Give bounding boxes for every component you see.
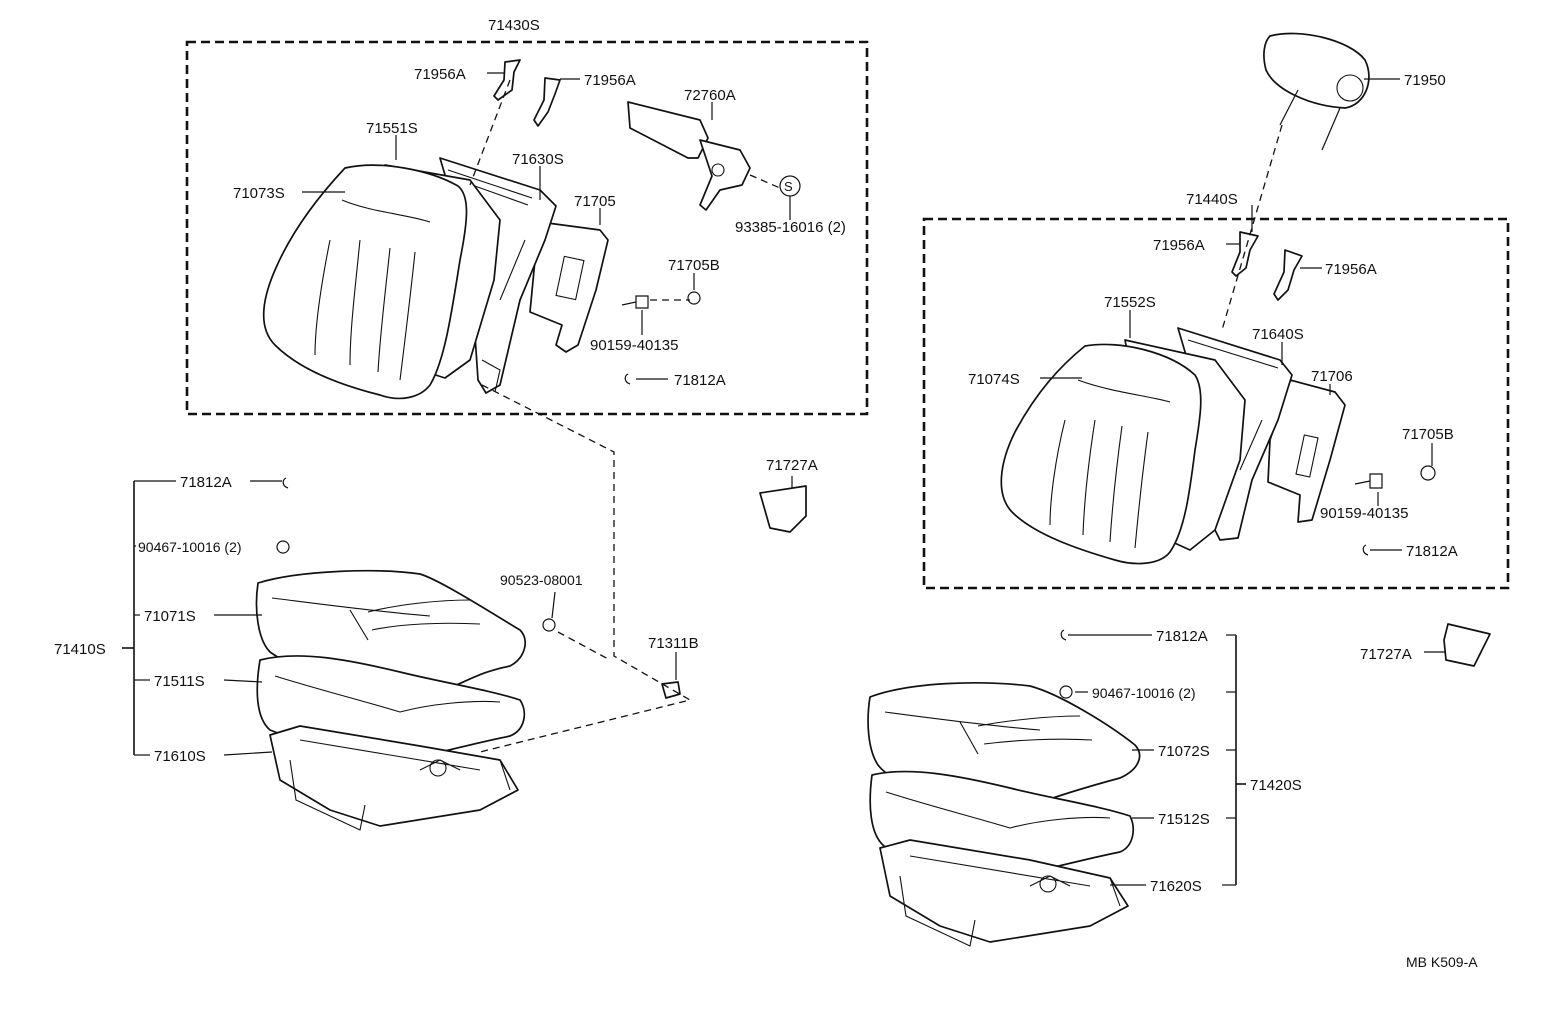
label-71956A: 71956A <box>1153 237 1205 254</box>
label-71705B: 71705B <box>1402 426 1454 443</box>
label-71812A: 71812A <box>1156 628 1208 645</box>
seat-frame-71620S-drawing <box>879 839 1129 947</box>
hog-ring-71812A-icon <box>1060 629 1067 641</box>
label-71956A: 71956A <box>414 66 466 83</box>
seatback-frame-71706-drawing <box>1267 379 1346 523</box>
label-71430S: 71430S <box>488 17 540 34</box>
label-90467-10016: 90467-10016 (2) <box>138 539 242 555</box>
label-90467-10016: 90467-10016 (2) <box>1092 685 1196 701</box>
label-71620S: 71620S <box>1150 878 1202 895</box>
label-71706: 71706 <box>1311 368 1353 385</box>
clip-71956A-drawing <box>1273 249 1303 301</box>
label-71640S: 71640S <box>1252 326 1304 343</box>
label-90159-40135: 90159-40135 <box>1320 505 1408 522</box>
headrest-71950-drawing <box>1263 32 1370 151</box>
nut-90467-icon <box>1059 685 1073 699</box>
label-71950: 71950 <box>1404 72 1446 89</box>
label-71410S: 71410S <box>54 641 106 658</box>
label-90523-08001: 90523-08001 <box>500 572 583 588</box>
label-71705: 71705 <box>574 193 616 210</box>
assembly-box-71430S <box>185 40 869 416</box>
seatback-frame-71705-drawing <box>529 221 609 353</box>
bolt-90159-icon <box>1354 473 1383 489</box>
seat-frame-71610S-drawing <box>269 725 519 831</box>
label-71630S: 71630S <box>512 151 564 168</box>
label-71074S: 71074S <box>968 371 1020 388</box>
recliner-72760A-drawing <box>627 101 751 211</box>
clip-90523-icon <box>542 618 556 632</box>
trim-cover-71727A-drawing <box>1443 623 1491 667</box>
hog-ring-71812A-icon <box>624 373 631 385</box>
label-71727A: 71727A <box>1360 646 1412 663</box>
label-71440S: 71440S <box>1186 191 1238 208</box>
label-71551S: 71551S <box>366 120 418 137</box>
label-71073S: 71073S <box>233 185 285 202</box>
label-71812A: 71812A <box>1406 543 1458 560</box>
label-71552S: 71552S <box>1104 294 1156 311</box>
trim-cover-71727A-drawing <box>759 485 807 533</box>
nut-71705B-icon <box>687 291 701 305</box>
label-71512S: 71512S <box>1158 811 1210 828</box>
label-71072S: 71072S <box>1158 743 1210 760</box>
label-71956A: 71956A <box>1325 261 1377 278</box>
clip-71956A-drawing <box>493 59 521 101</box>
screw-symbol-s: S <box>784 179 793 194</box>
label-71420S: 71420S <box>1250 777 1302 794</box>
label-71727A: 71727A <box>766 457 818 474</box>
diagram-code: MB K509-A <box>1406 954 1478 970</box>
seatback-cover-71074S-drawing <box>1000 343 1202 565</box>
hog-ring-71812A-icon <box>282 477 289 489</box>
hog-ring-71812A-icon <box>1362 544 1369 556</box>
label-71956A: 71956A <box>584 72 636 89</box>
label-71812A: 71812A <box>674 372 726 389</box>
label-90159-40135: 90159-40135 <box>590 337 678 354</box>
label-71610S: 71610S <box>154 748 206 765</box>
nut-71705B-icon <box>1420 465 1436 481</box>
label-71705B: 71705B <box>668 257 720 274</box>
seatback-cover-71073S-drawing <box>262 164 468 400</box>
nut-90467-icon <box>276 540 290 554</box>
bolt-71311B-icon <box>661 681 681 699</box>
label-71311B: 71311B <box>648 635 699 652</box>
label-71071S: 71071S <box>144 608 196 625</box>
bolt-90159-icon <box>621 295 649 309</box>
label-93385-16016: 93385-16016 (2) <box>735 219 846 236</box>
label-72760A: 72760A <box>684 87 736 104</box>
label-71511S: 71511S <box>154 673 205 690</box>
clip-71956A-drawing <box>1231 231 1259 277</box>
label-71812A: 71812A <box>180 474 232 491</box>
clip-71956A-drawing <box>533 77 561 127</box>
